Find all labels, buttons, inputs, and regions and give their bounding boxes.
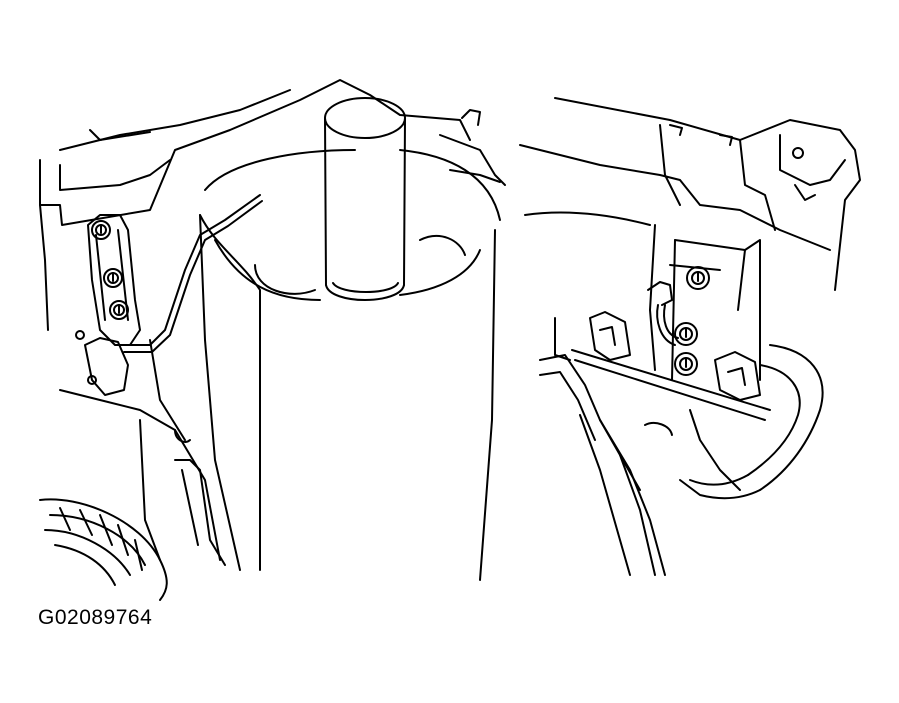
right-stabilizer-bar [679,344,824,500]
right-suspension-arm [539,354,741,576]
bolt-middle-left [103,268,123,288]
right-view [519,97,861,576]
left-shock-rod [324,97,406,301]
bolt-lower-left [109,300,129,320]
left-frame-rail [39,79,506,331]
bolt-upper-left [91,220,111,240]
left-lower-arm [59,339,226,566]
left-tire [39,498,168,601]
right-stabilizer-clamp [554,311,771,421]
left-view [39,79,506,601]
bolt-upper-right [686,266,710,290]
right-body-panel [519,97,861,291]
left-shock-absorber [199,149,501,581]
right-sensor-wire [647,281,679,346]
right-strut-bracket [649,224,761,381]
bolt-middle-right [674,322,698,346]
bolt-lower-right [674,352,698,376]
figure-code: G02089764 [38,606,153,629]
left-hose-clip [75,330,129,396]
